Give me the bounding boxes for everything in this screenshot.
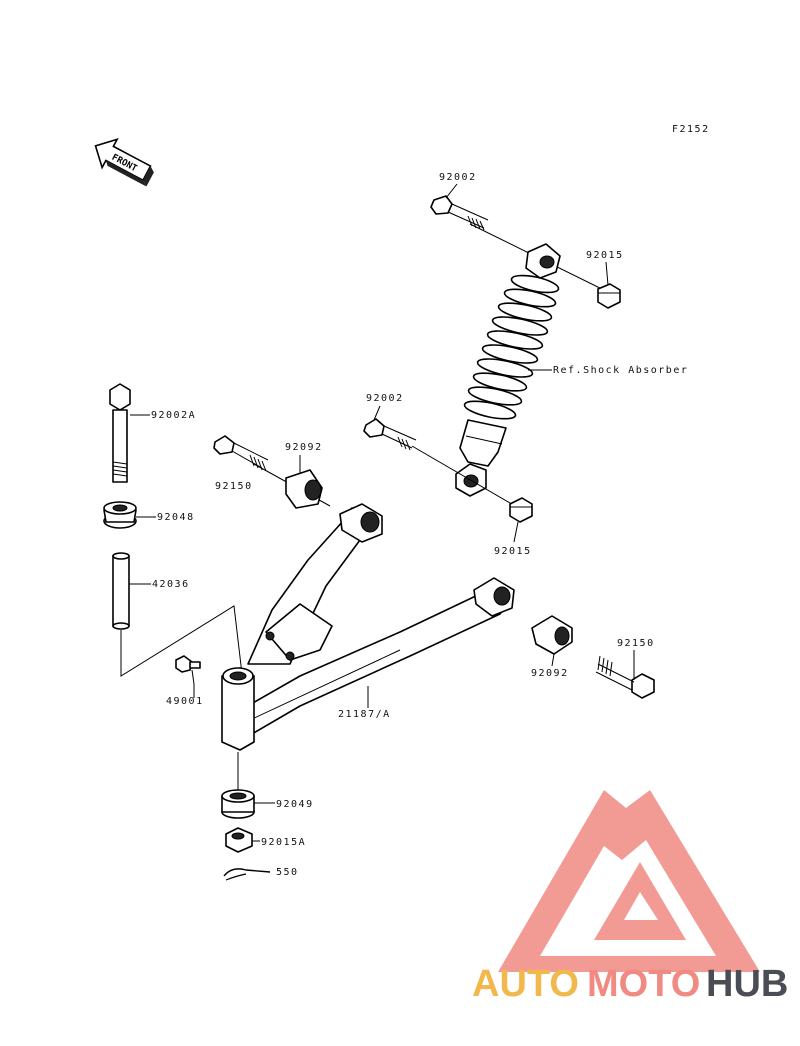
label-49001: 49001 [166, 696, 204, 707]
label-92015A: 92015A [261, 837, 306, 848]
label-92048: 92048 [157, 512, 195, 523]
bolt-92150-right [595, 655, 655, 699]
sleeve-42036 [112, 552, 130, 630]
label-21187A: 21187/A [338, 709, 391, 720]
seal-92048 [103, 501, 137, 529]
label-92049: 92049 [276, 799, 314, 810]
label-42036: 42036 [152, 579, 190, 590]
automotohub-watermark-text: AUTO MOTO HUB [472, 963, 788, 1005]
label-92015-mid: 92015 [494, 546, 532, 557]
watermark-word-auto: AUTO [472, 963, 579, 1005]
shock-absorber [455, 243, 561, 497]
watermark-word-moto: MOTO [587, 963, 700, 1005]
nut-92015A [225, 827, 253, 853]
label-ref-shock-absorber: Ref.Shock Absorber [553, 365, 688, 376]
bolt-92002A [109, 383, 131, 483]
front-arrow-icon: FRONT [94, 137, 154, 187]
label-550: 550 [276, 867, 299, 878]
grease-fitting-49001 [175, 655, 201, 673]
bolt-92150-left [213, 435, 269, 472]
label-92002-mid: 92002 [366, 393, 404, 404]
nut-92015-mid [509, 497, 533, 523]
label-92150-right: 92150 [617, 638, 655, 649]
bolt-92002-top [430, 195, 489, 231]
label-92092-left: 92092 [285, 442, 323, 453]
label-92015-top: 92015 [586, 250, 624, 261]
figure-code: F2152 [672, 124, 710, 135]
bushing-92092-left [285, 469, 323, 509]
nut-92015-top [597, 283, 621, 309]
label-92150-left: 92150 [215, 481, 253, 492]
a-arm-21187A [221, 503, 515, 751]
cotter-pin-550 [223, 868, 271, 881]
label-92092-right: 92092 [531, 668, 569, 679]
bushing-92092-right [531, 615, 573, 655]
bolt-92002-mid [363, 418, 417, 451]
label-92002A: 92002A [151, 410, 196, 421]
automotohub-watermark-logo [498, 790, 760, 972]
seal-92049 [221, 789, 255, 819]
label-92002-top: 92002 [439, 172, 477, 183]
watermark-word-hub: HUB [706, 963, 788, 1005]
